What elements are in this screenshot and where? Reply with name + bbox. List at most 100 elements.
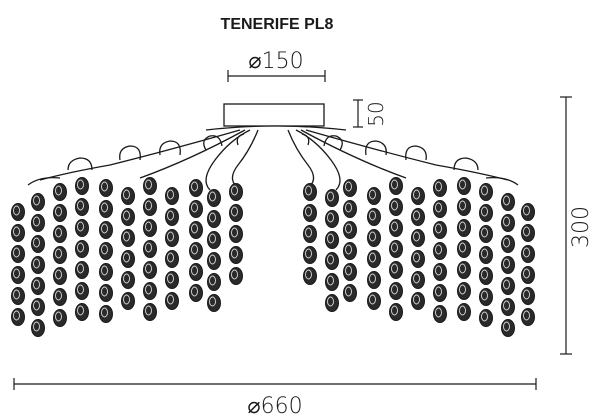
lamp-arm (287, 129, 315, 187)
crystal (521, 224, 535, 242)
crystal (343, 242, 357, 260)
crystal (229, 183, 243, 201)
crystal (343, 179, 357, 197)
lamp-arm (159, 140, 181, 156)
crystal (479, 309, 493, 327)
lamp-arm (485, 177, 519, 186)
crystal (325, 231, 339, 249)
crystal (75, 261, 89, 279)
crystal (229, 225, 243, 243)
crystal (11, 266, 25, 284)
crystal (367, 208, 381, 226)
crystal (189, 200, 203, 218)
total-diameter-dimension (13, 378, 537, 390)
crystal (479, 204, 493, 222)
lamp-arm (139, 129, 246, 179)
crystal (99, 179, 113, 197)
lamp-arms (27, 129, 519, 191)
crystal (207, 231, 221, 249)
crystal (343, 200, 357, 218)
crystal (433, 284, 447, 302)
lamp-arm (119, 145, 141, 161)
crystal (31, 298, 45, 316)
lamp-arm (231, 129, 259, 187)
crystal (479, 183, 493, 201)
crystal (143, 282, 157, 300)
lamp-arm (323, 135, 343, 151)
crystal (521, 266, 535, 284)
crystal (343, 263, 357, 281)
crystal (521, 308, 535, 326)
crystal (389, 303, 403, 321)
crystal (143, 219, 157, 237)
crystal (121, 229, 135, 247)
crystal (121, 271, 135, 289)
crystal (75, 219, 89, 237)
crystal (479, 246, 493, 264)
crystal (433, 263, 447, 281)
crystal (389, 177, 403, 195)
crystal (343, 284, 357, 302)
crystal (53, 246, 67, 264)
lamp-arm (301, 133, 310, 146)
crystal (303, 183, 317, 201)
crystal (31, 277, 45, 295)
crystal (457, 282, 471, 300)
crystal (229, 267, 243, 285)
crystal (207, 210, 221, 228)
total-height-label: 300 (569, 206, 594, 248)
crystal (411, 208, 425, 226)
crystal (99, 200, 113, 218)
crystal (11, 224, 25, 242)
crystal (11, 308, 25, 326)
crystal (457, 303, 471, 321)
crystal (99, 221, 113, 239)
crystal (99, 284, 113, 302)
crystal (501, 214, 515, 232)
crystal (501, 193, 515, 211)
crystal (75, 198, 89, 216)
crystal (479, 267, 493, 285)
crystal (411, 229, 425, 247)
crystal (367, 271, 381, 289)
crystal (457, 240, 471, 258)
crystal (121, 292, 135, 310)
crystal (479, 288, 493, 306)
crystal (143, 261, 157, 279)
crystal (121, 208, 135, 226)
total-height-dimension (560, 96, 572, 355)
crystal (121, 187, 135, 205)
crystal (411, 271, 425, 289)
canopy-height-dimension (353, 99, 363, 128)
total-diameter-label: ⌀660 (247, 394, 302, 419)
crystal (53, 267, 67, 285)
crystal (457, 198, 471, 216)
crystal (501, 298, 515, 316)
crystal (411, 250, 425, 268)
crystal (433, 305, 447, 323)
crystal (521, 245, 535, 263)
crystal (325, 252, 339, 270)
crystal (501, 256, 515, 274)
crystal (325, 294, 339, 312)
lamp-arm (305, 129, 509, 181)
crystal (143, 240, 157, 258)
lamp-arm (236, 133, 245, 146)
crystal (343, 221, 357, 239)
crystal (165, 187, 179, 205)
crystal (207, 252, 221, 270)
crystal (53, 288, 67, 306)
crystal (53, 183, 67, 201)
crystal (99, 242, 113, 260)
lamp-arm (203, 135, 223, 151)
canopy-diameter-label: ⌀150 (248, 49, 303, 74)
crystal (165, 292, 179, 310)
crystal (75, 282, 89, 300)
crystal (389, 198, 403, 216)
crystal (457, 177, 471, 195)
crystal (433, 242, 447, 260)
crystal (411, 292, 425, 310)
crystal (303, 246, 317, 264)
product-title: TENERIFE PL8 (221, 16, 334, 33)
